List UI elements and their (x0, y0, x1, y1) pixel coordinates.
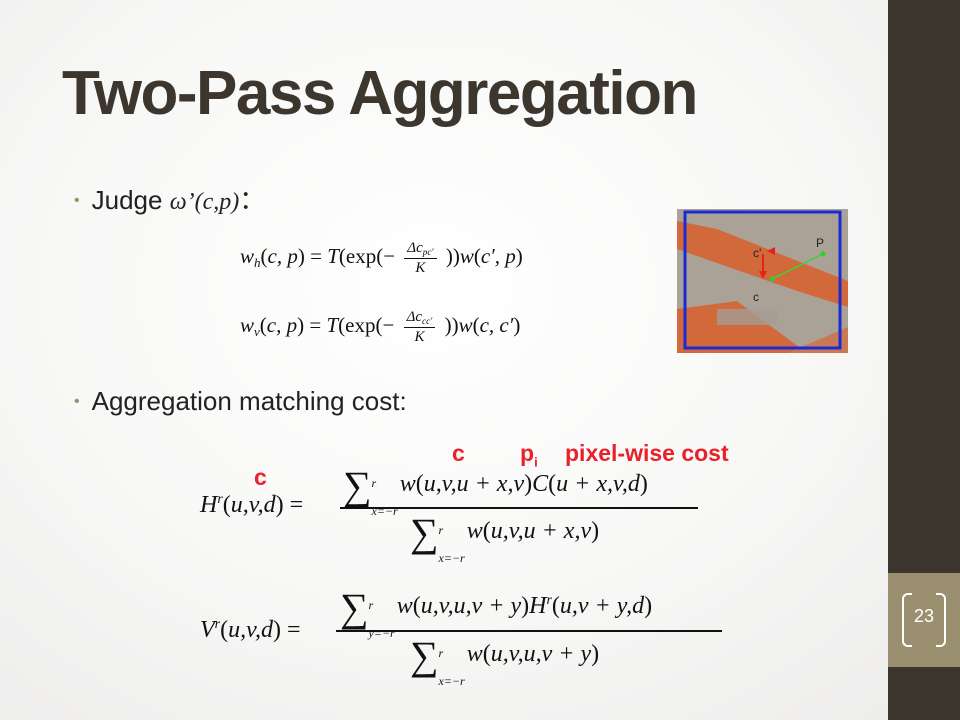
bullet-judge-suffix: ： (239, 185, 266, 215)
fraction-bar-v (336, 630, 722, 632)
equation-wh: wh(c, p) = T(exp(− Δcpc′K ))w(c′, p) (240, 240, 523, 276)
annotation-p: p (520, 440, 535, 466)
annotation-c-left: c (254, 464, 267, 490)
equation-wv: wv(c, p) = T(exp(− Δccc′K ))w(c, c′) (240, 309, 521, 345)
page-number: 23 (913, 606, 935, 626)
bullet-aggregation-label: Aggregation matching cost: (91, 386, 407, 416)
fig-label-c-prime: c' (753, 246, 761, 260)
equation-h-lhs: Hr(u,v,d) = (200, 492, 304, 518)
right-bracket (936, 593, 946, 647)
pixel-diagram-image: c' P c (677, 209, 848, 353)
bullet-judge: • Judge ω’(c,p)： (74, 180, 265, 217)
fig-label-c: c (753, 290, 759, 304)
bullet-dot: • (74, 192, 80, 209)
fraction-bar-h (340, 507, 698, 509)
annotation-i-sub: i (534, 454, 538, 470)
annotation-p-i: pi (520, 440, 538, 470)
equation-v-lhs: Vr(u,v,d) = (200, 617, 301, 643)
fig-label-p: P (816, 236, 824, 250)
bullet-judge-symbol: ω’(c,p) (169, 189, 240, 215)
annotation-pixel-wise-cost: pixel-wise cost (565, 440, 729, 466)
bullet-judge-label: Judge (91, 185, 163, 215)
page-number-box: 23 (888, 573, 960, 667)
bullet-aggregation: • Aggregation matching cost: (74, 386, 407, 417)
bullet-dot: • (74, 393, 80, 410)
slide-title: Two-Pass Aggregation (62, 59, 698, 128)
left-bracket (902, 593, 912, 647)
annotation-c-top: c (452, 440, 465, 466)
